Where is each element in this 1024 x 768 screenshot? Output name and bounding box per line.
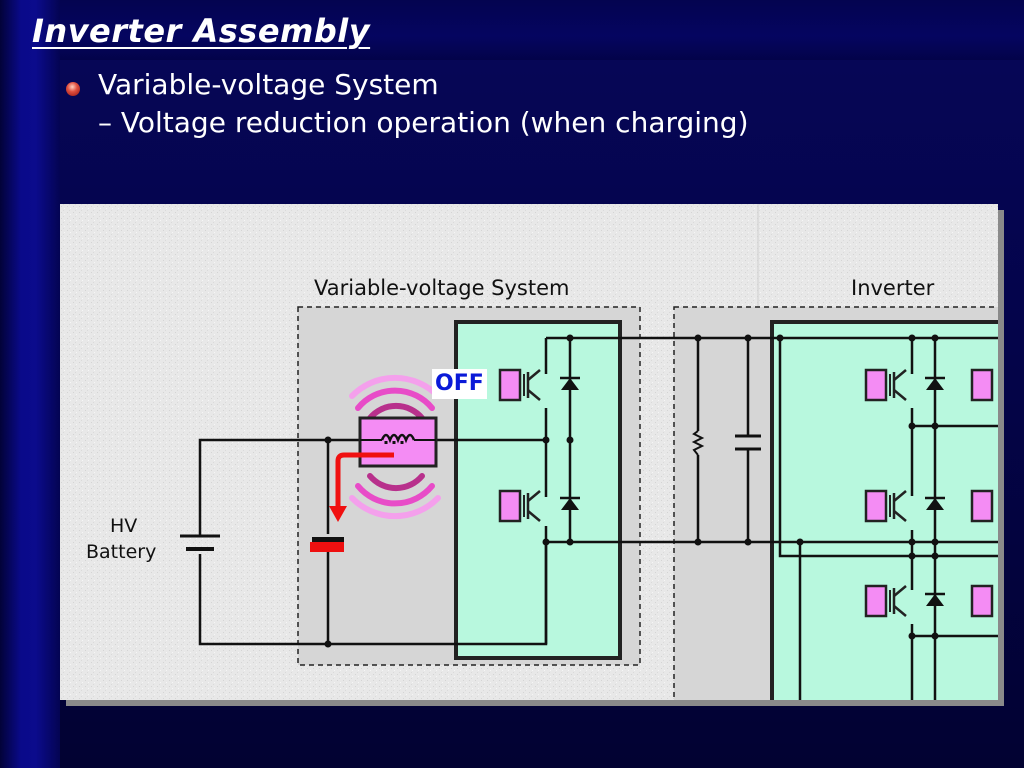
current-flow-arrow [329, 452, 394, 522]
filter-capacitor [310, 537, 344, 552]
bullet-subtext: – Voltage reduction operation (when char… [98, 106, 749, 139]
bullet-text: Variable-voltage System [98, 68, 439, 101]
bullet-icon [66, 82, 80, 96]
circuit-svg [60, 204, 998, 700]
resistor [691, 430, 705, 456]
inverter-label: Inverter [851, 276, 935, 300]
variable-voltage-system-label: Variable-voltage System [314, 276, 570, 300]
hv-battery-symbol [180, 534, 220, 551]
smoothing-capacitor [735, 434, 761, 451]
slide-header-background [0, 0, 1024, 60]
switch-off-label: OFF [432, 369, 487, 399]
circuit-diagram: Variable-voltage System Inverter HV Batt… [60, 204, 998, 700]
inverter-igbt-gate [970, 368, 994, 402]
inverter-igbt-gate [970, 489, 994, 523]
magnetic-field-waves [349, 374, 441, 520]
slide-title: Inverter Assembly [32, 12, 371, 50]
slide-left-bar [0, 0, 60, 768]
reactor [358, 416, 438, 468]
hv-battery-label-line2: Battery [86, 541, 157, 563]
inverter-igbt-gate [970, 584, 994, 618]
hv-battery-label-line1: HV [110, 515, 138, 537]
junction-dots [324, 334, 939, 648]
circuit-wires [198, 336, 998, 700]
